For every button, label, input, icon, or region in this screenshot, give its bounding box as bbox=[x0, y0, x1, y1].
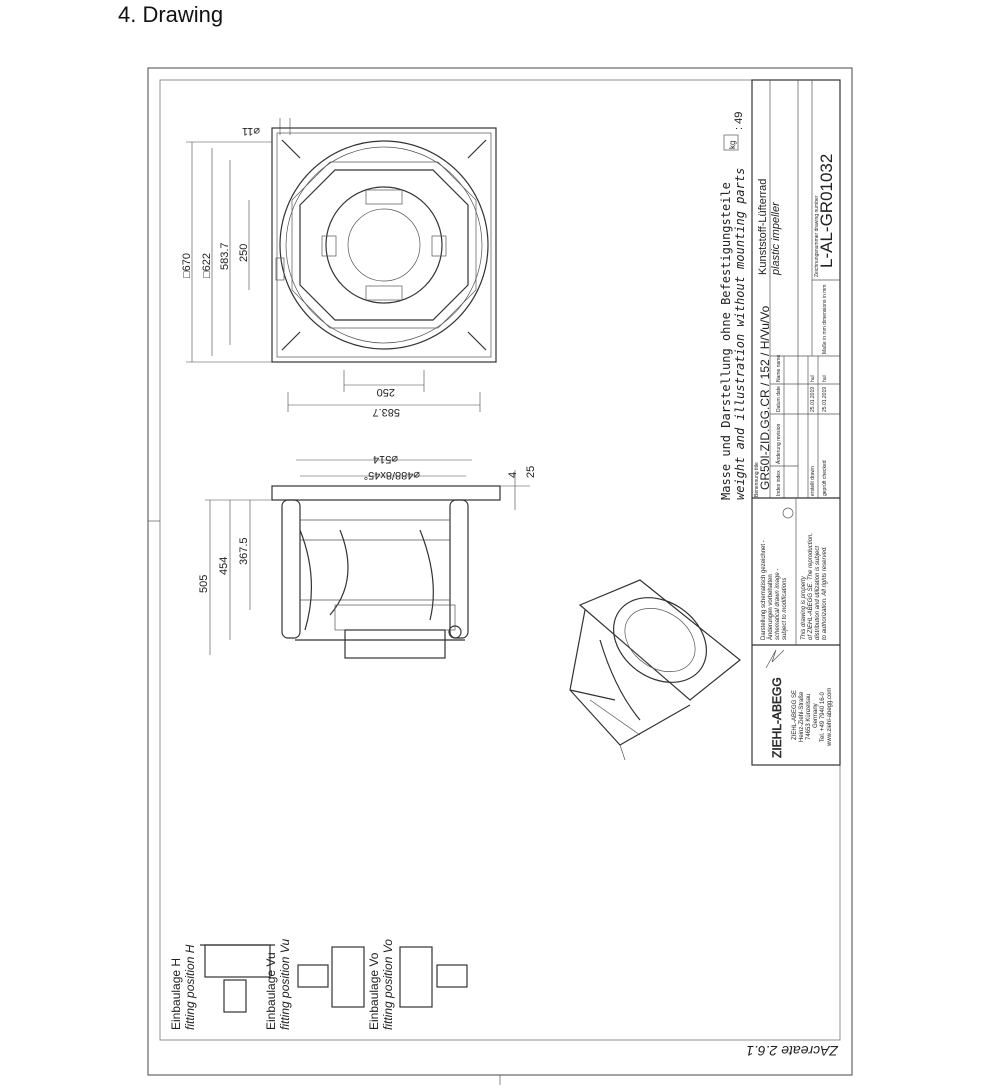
property-note-4: to authorization. All rights reserved. bbox=[822, 546, 828, 640]
drawing-number-label: Zeichnungsnummer drawing number bbox=[814, 195, 820, 277]
address-2: Heinz-Ziehl-Straße bbox=[799, 691, 805, 742]
row-drawn-date: 25.01.2019 bbox=[810, 387, 816, 412]
address-1: ZIEHL-ABEGG SE bbox=[792, 690, 798, 740]
weight-value: : 49 bbox=[733, 112, 745, 130]
dim-flange: 4 bbox=[507, 472, 519, 478]
address-5: Tel. +49 7940 16-0 bbox=[820, 691, 826, 742]
address-6: www.ziehl-abegg.com bbox=[827, 688, 833, 747]
fitting-vu-en: fitting position Vu bbox=[278, 939, 292, 1030]
dim-hole-pitch: 583.7 bbox=[219, 242, 231, 270]
top-view-dimensions: □670 □622 583.7 250 250 583.7 ⌀11 bbox=[181, 118, 481, 418]
row-drawn-label: erstellt drawn bbox=[810, 466, 816, 496]
address-4: Germany bbox=[813, 703, 819, 728]
company-logo: ZIEHL-ABEGG bbox=[770, 677, 784, 758]
rev-header-revision: Änderung revision bbox=[775, 423, 782, 464]
fitting-h-en: fitting position H bbox=[183, 944, 197, 1030]
fitting-position-vu-diagram bbox=[297, 946, 365, 1008]
row-drawn-name: hul bbox=[810, 375, 816, 382]
rev-header-date: Datum date bbox=[776, 386, 782, 412]
dim-side-inner: □622 bbox=[201, 253, 213, 278]
row-checked-name: hul bbox=[822, 375, 828, 382]
side-view bbox=[271, 485, 501, 659]
drawing-number: L-AL-GR01032 bbox=[817, 154, 836, 268]
logo-lightning-icon bbox=[765, 649, 785, 669]
property-note-2: of ZIEHL-ABEGG SE. The reproduction, bbox=[808, 533, 814, 640]
dim-hole: ⌀11 bbox=[242, 125, 260, 137]
footer-tool: ZAcreate 2.6.1 bbox=[746, 1043, 839, 1059]
address-3: 74653 Künzelsau bbox=[806, 694, 812, 740]
schematic-note-2: Änderungen vorbehalten bbox=[767, 574, 774, 640]
dim-height-3: 367.5 bbox=[238, 537, 250, 565]
fitting-vo-de: Einbaulage Vo bbox=[367, 952, 381, 1030]
schematic-note-1: Darstellung schematisch gezeichnet - bbox=[761, 540, 767, 640]
property-note-1: This drawing is property bbox=[801, 575, 807, 640]
isometric-view bbox=[569, 579, 741, 761]
title-block: Masse und Darstellung ohne Befestigungst… bbox=[719, 79, 841, 766]
dim-bottom-center: 250 bbox=[377, 386, 395, 398]
fitting-positions: Einbaulage H fitting position H Einbaula… bbox=[169, 939, 468, 1030]
fitting-h-de: Einbaulage H bbox=[169, 958, 183, 1030]
weight-icon bbox=[723, 134, 739, 151]
fitting-vo-en: fitting position Vo bbox=[381, 939, 395, 1030]
designation-label: Benennung title bbox=[754, 462, 760, 497]
designation: GR50I-ZID.GG.CR / 152 / H/Vu/Vo bbox=[758, 305, 772, 490]
row-checked-label: geprüft checked bbox=[822, 460, 828, 496]
dim-side-outer: □670 bbox=[181, 253, 193, 278]
dim-height-total: 505 bbox=[198, 575, 210, 593]
projection-symbol-icon bbox=[782, 507, 794, 519]
section-heading: 4. Drawing bbox=[118, 2, 224, 27]
description-de: Kunststoff-Lüfterrad bbox=[757, 179, 769, 275]
top-view bbox=[271, 127, 497, 363]
property-note-3: distribution and utilization is subject bbox=[815, 546, 821, 640]
fitting-position-h-diagram bbox=[200, 944, 275, 1013]
units-label: Maße in mm dimensions in mm bbox=[822, 285, 828, 354]
rev-header-index: Index index bbox=[776, 470, 782, 496]
dim-center: 250 bbox=[238, 244, 250, 262]
fitting-position-vo-diagram bbox=[399, 946, 468, 1008]
dim-diameter-outer: ⌀514 bbox=[373, 453, 398, 465]
weight-unit: kg bbox=[728, 141, 737, 149]
fitting-vu-de: Einbaulage Vu bbox=[264, 952, 278, 1030]
note-de: Masse und Darstellung ohne Befestigungst… bbox=[719, 182, 733, 500]
dim-bottom-pitch: 583.7 bbox=[372, 406, 400, 418]
row-checked-date: 25.01.2019 bbox=[822, 387, 828, 412]
schematic-note-4: subject to modifications bbox=[782, 578, 788, 640]
dim-bolt-circle: ⌀488/8x45° bbox=[364, 469, 420, 481]
side-view-dimensions: ⌀514 ⌀488/8x45° 505 454 367.5 4 25 bbox=[198, 453, 537, 655]
dim-height-2: 454 bbox=[218, 557, 230, 575]
dim-flange-2: 25 bbox=[525, 466, 537, 478]
note-en: weight and illustration without mounting… bbox=[733, 168, 747, 500]
schematic-note-3: schematical drawn image - bbox=[775, 569, 781, 640]
rev-header-name: Name name bbox=[776, 355, 782, 382]
description-en: plastic impeller bbox=[770, 201, 782, 276]
